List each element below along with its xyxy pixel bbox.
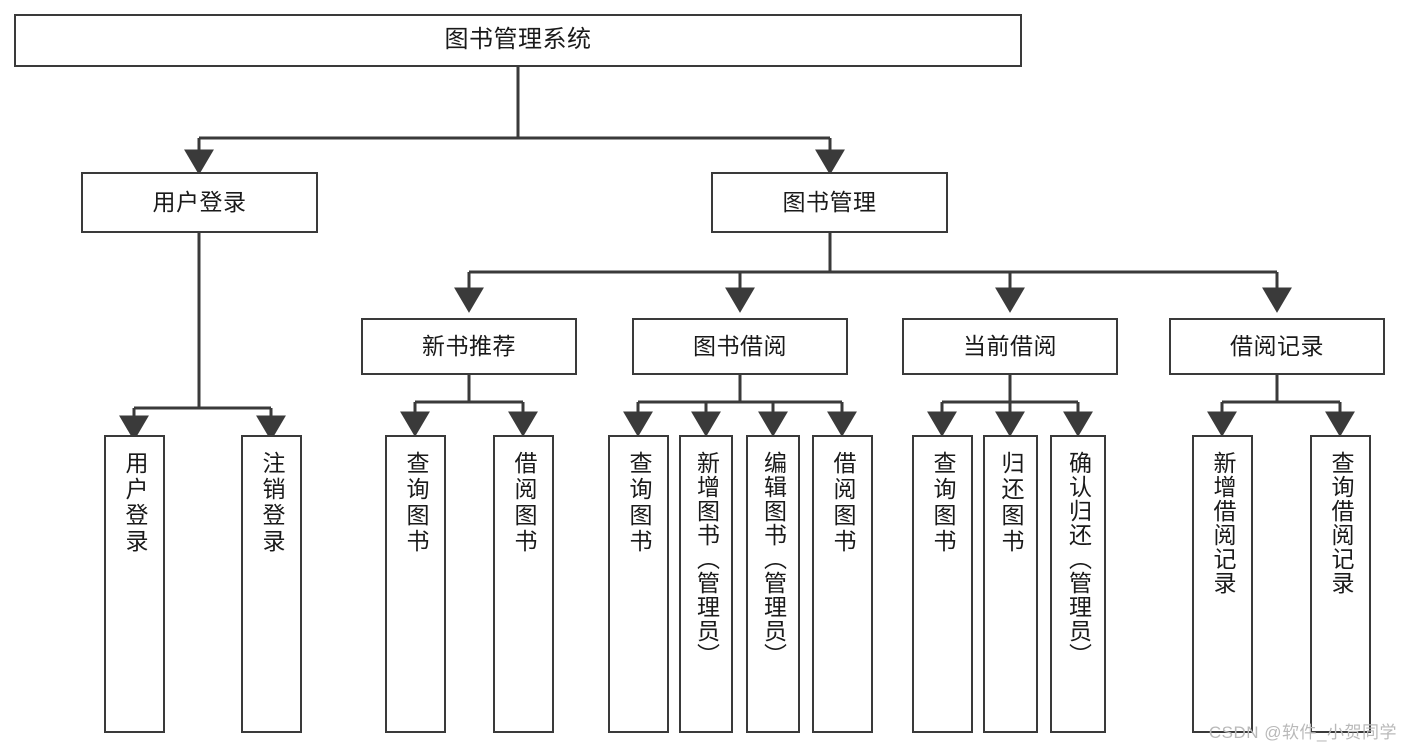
node-root-system[interactable]: 图书管理系统 — [14, 14, 1022, 67]
node-root-system-label: 图书管理系统 — [444, 26, 592, 54]
node-leaf-query-record-label: 查询借阅记录 — [1328, 451, 1354, 595]
node-leaf-query-book-2[interactable]: 查询图书 — [608, 435, 669, 733]
node-leaf-add-book[interactable]: 新增图书（管理员） — [679, 435, 733, 733]
node-leaf-edit-book[interactable]: 编辑图书（管理员） — [746, 435, 800, 733]
node-leaf-confirm-return-label: 确认归还（管理员） — [1065, 451, 1092, 667]
node-leaf-add-record[interactable]: 新增借阅记录 — [1192, 435, 1253, 733]
node-borrow-record-label: 借阅记录 — [1230, 332, 1324, 359]
node-new-book-rec-label: 新书推荐 — [422, 332, 516, 359]
node-leaf-borrow-book-2[interactable]: 借阅图书 — [812, 435, 873, 733]
node-leaf-confirm-return[interactable]: 确认归还（管理员） — [1050, 435, 1106, 733]
node-leaf-query-book-3[interactable]: 查询图书 — [912, 435, 973, 733]
node-current-borrow-label: 当前借阅 — [963, 332, 1057, 359]
node-leaf-query-book-1-label: 查询图书 — [403, 451, 429, 555]
node-leaf-add-book-label: 新增图书（管理员） — [693, 451, 720, 667]
node-leaf-borrow-book-2-label: 借阅图书 — [830, 451, 856, 555]
node-leaf-add-record-label: 新增借阅记录 — [1210, 451, 1236, 595]
watermark-csdn: CSDN @软件_小贺同学 — [1208, 723, 1397, 742]
node-leaf-borrow-book-1[interactable]: 借阅图书 — [493, 435, 554, 733]
node-leaf-user-logout[interactable]: 注销登录 — [241, 435, 302, 733]
node-user-login-label: 用户登录 — [152, 188, 247, 215]
node-leaf-edit-book-label: 编辑图书（管理员） — [760, 451, 787, 667]
node-leaf-user-login-label: 用户登录 — [122, 451, 148, 555]
node-leaf-user-login[interactable]: 用户登录 — [104, 435, 165, 733]
node-leaf-borrow-book-1-label: 借阅图书 — [511, 451, 537, 555]
node-book-borrow-label: 图书借阅 — [693, 332, 787, 359]
node-leaf-query-book-3-label: 查询图书 — [930, 451, 956, 555]
node-borrow-record[interactable]: 借阅记录 — [1169, 318, 1385, 375]
node-current-borrow[interactable]: 当前借阅 — [902, 318, 1118, 375]
node-user-login[interactable]: 用户登录 — [81, 172, 318, 233]
node-leaf-query-book-2-label: 查询图书 — [626, 451, 652, 555]
node-leaf-query-book-1[interactable]: 查询图书 — [385, 435, 446, 733]
node-leaf-query-record[interactable]: 查询借阅记录 — [1310, 435, 1371, 733]
node-book-manage-label: 图书管理 — [782, 188, 877, 215]
node-book-manage[interactable]: 图书管理 — [711, 172, 948, 233]
node-leaf-return-book[interactable]: 归还图书 — [983, 435, 1038, 733]
node-new-book-rec[interactable]: 新书推荐 — [361, 318, 577, 375]
node-book-borrow[interactable]: 图书借阅 — [632, 318, 848, 375]
node-leaf-user-logout-label: 注销登录 — [259, 451, 285, 555]
node-leaf-return-book-label: 归还图书 — [998, 451, 1024, 555]
